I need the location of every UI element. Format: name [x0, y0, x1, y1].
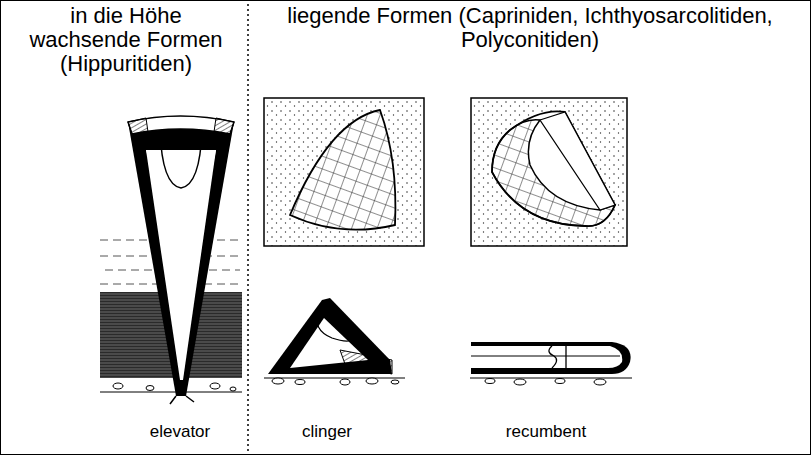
recumbent-top-view — [471, 98, 627, 246]
clinger-side-view — [264, 298, 405, 385]
form-name: clinger — [267, 423, 387, 442]
form-name: elevator — [120, 423, 240, 442]
clinger-top-view — [264, 98, 424, 246]
column-heading: in die Höhe wachsende Formen (Hippuritid… — [23, 4, 229, 77]
recumbent-side-view — [470, 342, 632, 385]
column-heading: liegende Formen (Capriniden, Ichthyosarc… — [252, 4, 808, 52]
form-name: recumbent — [476, 423, 616, 442]
elevator-shell — [128, 116, 234, 404]
